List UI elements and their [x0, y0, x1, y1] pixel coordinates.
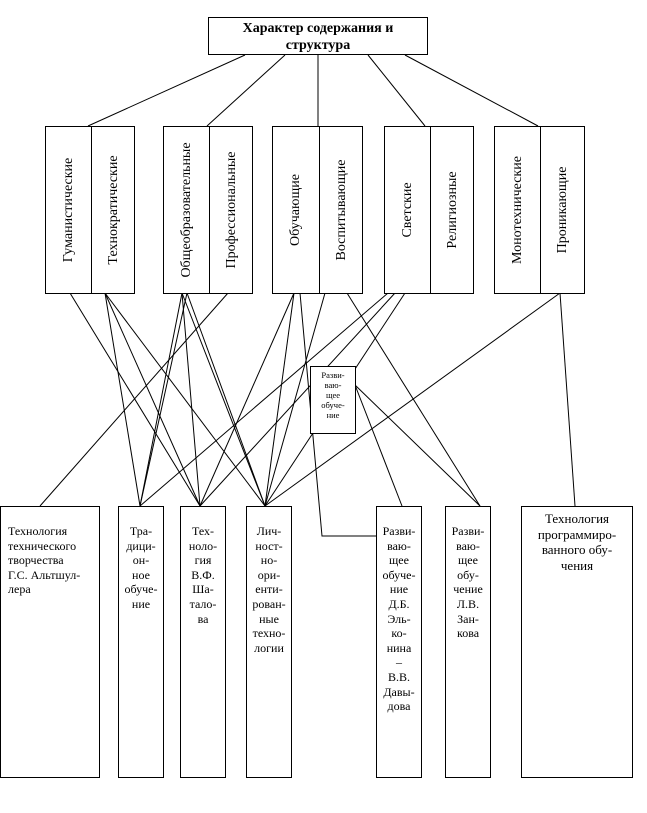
technology-box: Технология технического творчества Г.С. … [0, 506, 100, 778]
connector-line [299, 292, 376, 537]
category-label: Профессиональные [223, 151, 239, 269]
connector-line [39, 292, 229, 507]
connector-line [139, 292, 389, 507]
technology-box: Технология программиро- ванного обу- чен… [521, 506, 633, 778]
connector-line [139, 292, 188, 507]
connector-line [346, 292, 481, 507]
connector-line [181, 292, 201, 507]
connector-line [87, 54, 246, 127]
category-label: Общеобразовательные [178, 142, 194, 278]
connector-line [354, 384, 481, 507]
category-label: Светские [399, 182, 415, 238]
category-group: Общеобразовательные Профессиональные [163, 126, 253, 294]
technology-box: Лич- ност- но- ори- енти- рован- ные тех… [246, 506, 292, 778]
connector-line [104, 292, 201, 507]
category-group: Светские Религиозные [384, 126, 474, 294]
category-label: Гуманистические [60, 157, 76, 263]
connector-line [559, 292, 576, 507]
category-group: Гуманистические Технократические [45, 126, 135, 294]
technology-box: Тех- ноло- гия В.Ф. Ша- тало- ва [180, 506, 226, 778]
connector-line [139, 292, 183, 507]
category-label: Монотехнические [509, 156, 525, 264]
category-label: Воспитывающие [333, 159, 349, 261]
connector-line [264, 292, 561, 507]
diagram-title: Характер содержания и структура [208, 17, 428, 55]
technology-box: Разви- ваю- щее обуче- ние Д.Б. Эль- ко-… [376, 506, 422, 778]
connector-line [104, 292, 141, 507]
category-label: Обучающие [288, 174, 303, 246]
connector-line [199, 292, 295, 507]
connector-line [404, 54, 539, 127]
connector-line [181, 292, 266, 507]
category-label: Технократические [105, 155, 121, 265]
connector-line [367, 54, 426, 127]
category-group: Обучающие Воспитывающие [272, 126, 363, 294]
connector-line [354, 384, 403, 507]
category-label: Проникающие [555, 166, 570, 254]
category-group: Монотехнические Проникающие [494, 126, 585, 294]
connector-line [199, 292, 396, 507]
connector-line [69, 292, 201, 507]
connector-line [264, 292, 326, 507]
connector-line [264, 292, 295, 507]
category-label: Религиозные [444, 171, 460, 249]
connector-line [186, 292, 266, 507]
connector-line [104, 292, 266, 507]
connector-line [206, 54, 286, 127]
technology-box: Тра- дици- он- ное обуче- ние [118, 506, 164, 778]
technology-box: Разви- ваю- щее обу- чение Л.В. Зан- ков… [445, 506, 491, 778]
developmental-learning-box: Разви- ваю- щее обуче- ние [310, 366, 356, 434]
